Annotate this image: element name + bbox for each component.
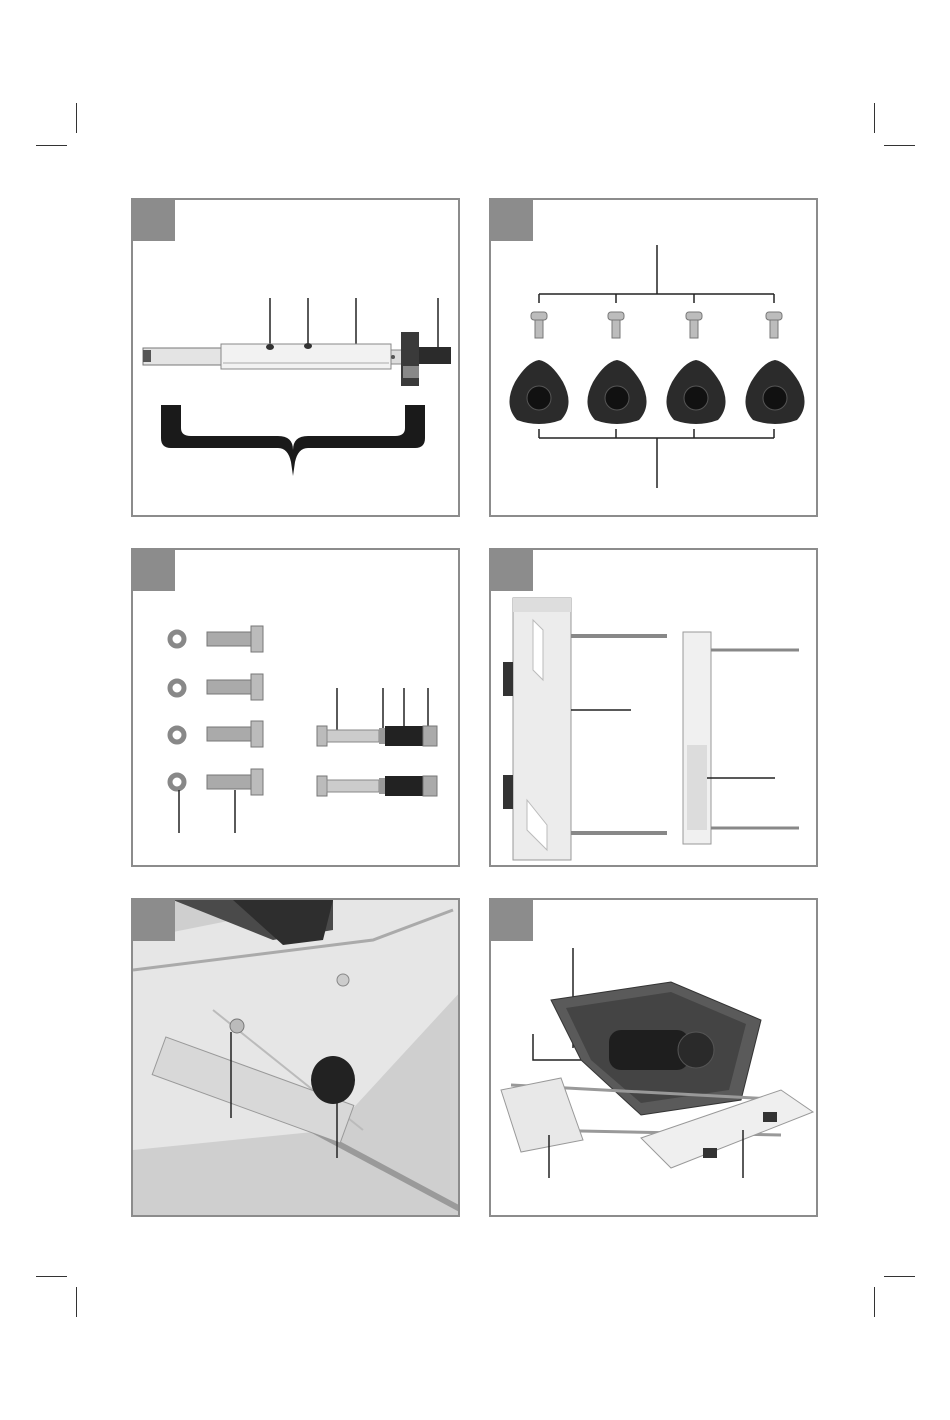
crop-mark-tl-h — [36, 145, 67, 146]
table-underside-illustration — [133, 900, 460, 1217]
figure-panel-4 — [489, 548, 818, 867]
feet-and-screws-illustration — [491, 200, 818, 517]
crop-mark-bl-v — [76, 1287, 77, 1317]
figure-panel-6 — [489, 898, 818, 1217]
figure-badge — [491, 550, 533, 591]
rip-fence-illustration — [133, 200, 460, 517]
figure-badge — [491, 200, 533, 241]
figure-panel-1 — [131, 198, 460, 517]
crop-mark-bl-h — [36, 1276, 67, 1277]
figure-badge — [133, 550, 175, 591]
hardware-illustration — [133, 550, 460, 867]
figure-panel-2 — [489, 198, 818, 517]
extension-rails-illustration — [491, 550, 818, 867]
figure-badge — [133, 200, 175, 241]
crop-mark-br-h — [884, 1276, 915, 1277]
figure-panel-5 — [131, 898, 460, 1217]
saw-base-illustration — [491, 900, 818, 1217]
crop-mark-br-v — [874, 1287, 875, 1317]
figure-panel-3 — [131, 548, 460, 867]
figure-badge — [491, 900, 533, 941]
crop-mark-tl-v — [76, 103, 77, 133]
figure-badge — [133, 900, 175, 941]
crop-mark-tr-v — [874, 103, 875, 133]
crop-mark-tr-h — [884, 145, 915, 146]
